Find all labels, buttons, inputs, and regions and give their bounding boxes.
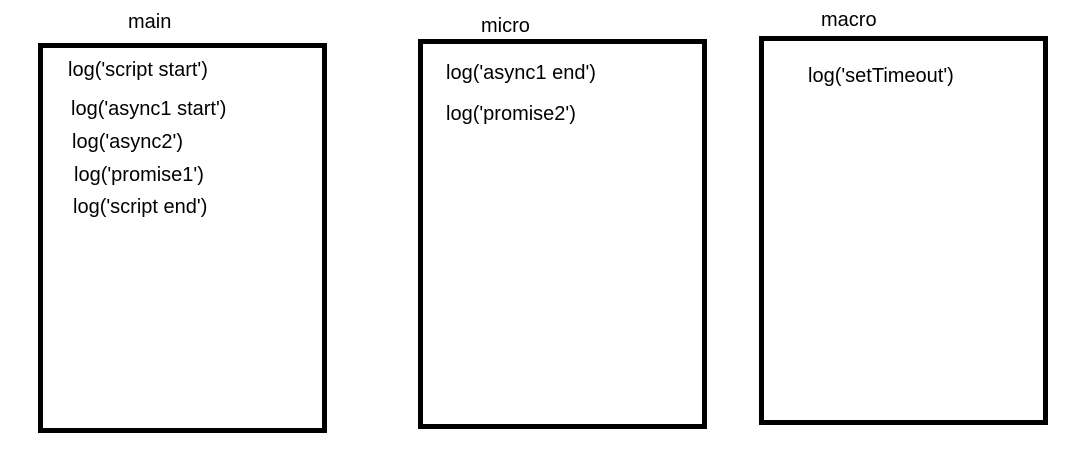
main-queue-box: log('script start') log('async1 start') … bbox=[38, 43, 327, 433]
micro-entry: log('promise2') bbox=[446, 103, 576, 125]
micro-queue-box: log('async1 end') log('promise2') bbox=[418, 39, 707, 429]
micro-queue-title: micro bbox=[481, 15, 530, 37]
main-entry: log('async2') bbox=[72, 131, 184, 153]
macro-queue-title: macro bbox=[821, 9, 877, 31]
main-entry: log('script end') bbox=[73, 196, 208, 218]
main-entry: log('async1 start') bbox=[71, 98, 227, 120]
main-entry: log('script start') bbox=[68, 59, 208, 81]
macro-entry: log('setTimeout') bbox=[808, 65, 954, 87]
macro-queue-box: log('setTimeout') bbox=[759, 36, 1048, 425]
micro-entry: log('async1 end') bbox=[446, 62, 596, 84]
main-entry: log('promise1') bbox=[74, 164, 204, 186]
main-queue-title: main bbox=[128, 11, 172, 33]
